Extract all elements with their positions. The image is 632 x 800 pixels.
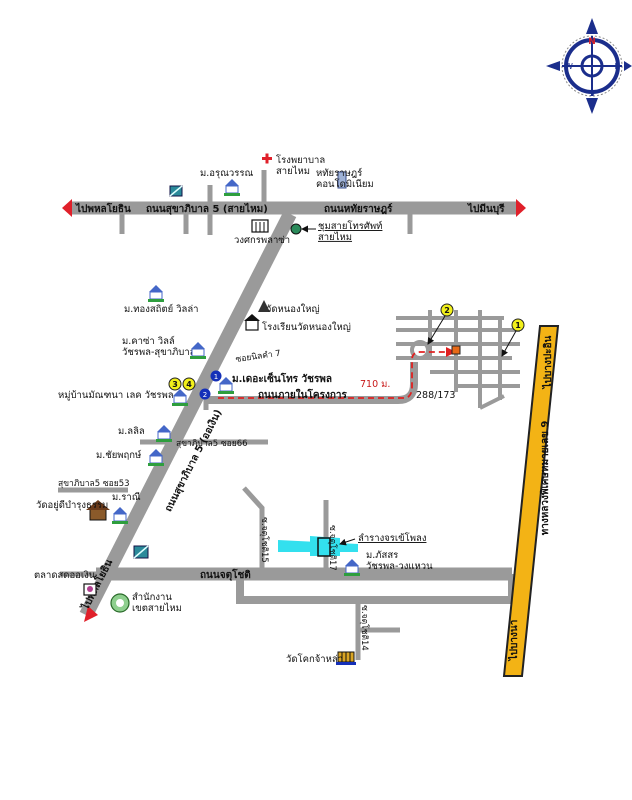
compass-w: W <box>565 62 573 71</box>
road-label-hathairat: ถนนหทัยราษฎร์ <box>324 203 393 215</box>
road-label-soi66: สุขาภิบาล5 ซอย66 <box>176 439 248 449</box>
svg-text:2: 2 <box>203 391 207 399</box>
marker-3-label: 3 <box>172 380 178 389</box>
road-label-inner: ถนนภายในโครงการ <box>258 388 347 401</box>
house-icon-kasa-villa <box>190 342 206 359</box>
wat-yudee-label: วัดอยู่ดีบำรุงธรรม <box>36 499 108 511</box>
top-right-direction: ไปมีนบุรี <box>467 202 505 215</box>
the-centro-label: ม.เดอะเซ็นโทร วัชรพล <box>232 371 332 385</box>
district-office-icon <box>110 593 130 613</box>
school-icon <box>244 314 260 331</box>
wat-khokchao-label: วัดโคกจ้าหล่า <box>286 653 343 665</box>
canal-label: ลำรางจรเข้โพลง <box>358 532 426 544</box>
marker-2-label: 2 <box>444 306 450 315</box>
marker-4: 4 <box>182 377 196 391</box>
roads <box>58 170 520 660</box>
house-icon-chaiyaphruek <box>148 449 164 466</box>
house-icon-the-centro <box>218 377 234 394</box>
temple-icon-nongyai <box>258 300 270 312</box>
lalin-label: ม.ลลิล <box>118 426 145 437</box>
marker-blue-1: 1 <box>210 370 222 382</box>
shopping-plaza-icon <box>251 219 269 233</box>
kasa-villa-label: ม.คาซ่า วิลล์วัชรพล-สุขาภิบาล 5 <box>122 335 205 358</box>
marker-4-label: 4 <box>186 380 192 389</box>
road-diagonal <box>79 210 297 619</box>
route <box>218 351 456 399</box>
phone-exchange-label: ชุมสายโทรศัพท์สายไหม <box>318 220 382 243</box>
temple-icon-yudee <box>86 500 110 521</box>
road-label-soi-left: ซอยนิลคำ 7 <box>235 349 281 365</box>
condo-label: หทัยราษฎร์คอนโดมิเนียม <box>316 167 374 190</box>
rani-label: ม.ราณี <box>112 491 141 503</box>
house-icon-aroonwan <box>224 179 240 196</box>
house-icon-thongsathit <box>148 285 164 302</box>
road-label-sukhaphiban5: ถนนสุขาภิบาล 5 (สายไหม) <box>146 202 268 215</box>
highway-9: ทางหลวงพิเศษหมายเลข 9 ไปบางปะอิน ไปบางนา <box>502 325 560 677</box>
thongsathit-label: ม.ทองสถิตย์ วิลล่า <box>124 303 199 315</box>
address-label: 288/173 <box>416 390 455 401</box>
compass-s: S <box>589 89 594 98</box>
road-label-soi14: ซ.จตุโชติ14 <box>359 605 370 651</box>
destination-house-icon <box>451 345 461 355</box>
highway-bottom-label: ไปบางนา <box>507 620 520 662</box>
house-icon-manthana <box>172 389 188 406</box>
highway-name-label: ทางหลวงพิเศษหมายเลข 9 <box>539 421 551 536</box>
compass-rose-icon: N S W E <box>546 18 632 114</box>
phone-exchange-icon <box>290 223 302 235</box>
house-icon-phassorn <box>344 559 360 576</box>
market-icon <box>83 583 97 596</box>
temple-icon-khokchao <box>336 651 356 665</box>
road-label-chatuchot: ถนนจตุโชติ <box>200 568 251 581</box>
house-icon-rani <box>112 507 128 524</box>
route-arrow-icon <box>446 347 456 357</box>
marker-blue-2: 2 <box>199 388 211 400</box>
phassorn-label: ม.ภัสสรวัชรพล-วงแหวน <box>366 550 433 572</box>
marker-2: 2 <box>427 303 454 345</box>
wat-nongyai-label: วัดหนองใหญ่ <box>266 303 320 315</box>
wongsakorn-label: วงศกรพลาซ่า <box>234 235 290 246</box>
school-label: โรงเรียนวัดหนองใหญ่ <box>262 321 351 333</box>
marker-1: 1 <box>501 318 525 357</box>
road-label-soi53: สุขาภิบาล5 ซอย53 <box>58 479 130 489</box>
manthana-label: หมู่บ้านมัณฑนา เลค วัชรพล <box>58 390 174 401</box>
project-street-grid <box>396 310 520 410</box>
canal: ลำรางจรเข้โพลง <box>278 532 426 557</box>
marker-3: 3 <box>168 377 182 391</box>
district-office-label: สำนักงานเขตสายไหม <box>132 592 182 614</box>
house-icons <box>112 179 360 576</box>
road-label-soi17: ซ.จตุโชติ17 <box>327 525 338 571</box>
hospital-icon <box>262 153 272 164</box>
hospital-label: โรงพยาบาลสายไหม <box>276 154 325 177</box>
marker-1-label: 1 <box>515 321 521 330</box>
aroonwan-label: ม.อรุณวรรณ <box>200 168 253 179</box>
bank-icon <box>169 185 183 197</box>
compass-n: N <box>588 37 596 47</box>
condo-building-icon <box>337 171 347 189</box>
distance-label: 710 ม. <box>360 379 390 390</box>
compass-e: E <box>614 62 619 71</box>
house-icon-lalin <box>156 425 172 442</box>
chaiyaphruek-label: ม.ชัยพฤกษ์ <box>96 449 142 461</box>
top-left-direction: ไปพหลโยธิน <box>75 202 131 215</box>
bank-icon-lower <box>133 545 149 559</box>
market-label: ตลาดสดออเงิน <box>34 570 96 581</box>
highway-top-label: ไปบางปะอิน <box>541 335 554 389</box>
svg-text:1: 1 <box>214 373 218 381</box>
direction-arrows <box>62 199 526 622</box>
road-label-soi15: ซ.จตุโชติ15 <box>259 517 270 563</box>
arrow-bottom-left <box>84 606 98 622</box>
